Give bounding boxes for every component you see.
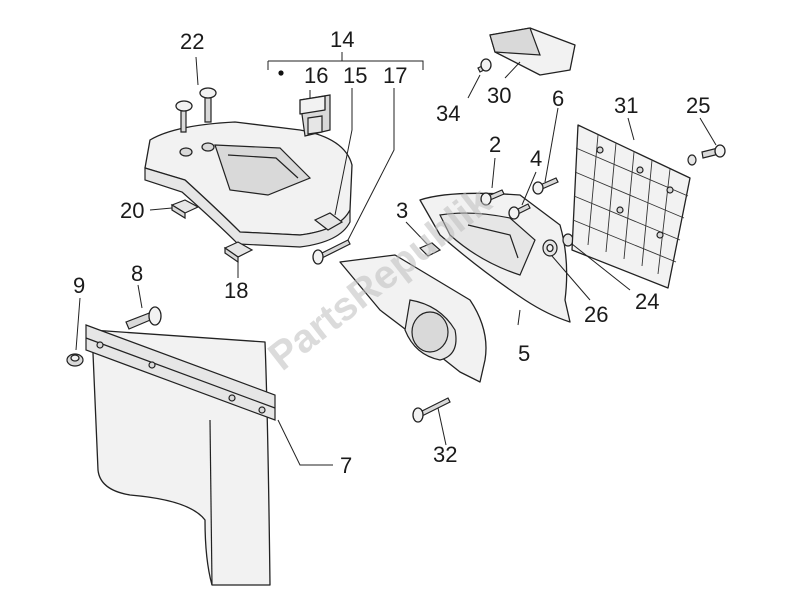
bolt-8 [125, 306, 162, 330]
lamp-cover-30 [489, 27, 576, 76]
callout-34: 34 [436, 101, 460, 126]
rivet-32 [412, 397, 451, 423]
callout-17: 17 [383, 63, 407, 88]
screw-6 [532, 177, 559, 195]
callout-14: 14 [330, 27, 354, 52]
plate-housing-inner [339, 254, 487, 383]
callout-30: 30 [487, 83, 511, 108]
callout-15: 15 [343, 63, 367, 88]
clip-nut-15 [313, 212, 344, 231]
callout-7: 7 [340, 453, 352, 478]
callout-6: 6 [552, 86, 564, 111]
callout-4: 4 [530, 146, 542, 171]
callout-22: 22 [180, 29, 204, 54]
callout-32: 32 [433, 442, 457, 467]
callout-5: 5 [518, 341, 530, 366]
callout-24: 24 [635, 289, 659, 314]
leader-lines [75, 52, 717, 466]
callout-2: 2 [489, 132, 501, 157]
callout-labels: 22 14 16 15 17 20 18 8 9 7 3 2 4 6 5 26 … [73, 27, 710, 478]
callout-9: 9 [73, 273, 85, 298]
callout-31: 31 [614, 93, 638, 118]
plate-cover-outer [419, 192, 571, 323]
mud-flap [85, 324, 276, 586]
screw-34 [477, 58, 492, 73]
screw-25 [687, 144, 726, 166]
tray-bracket [144, 121, 353, 248]
plate-holder-grid [571, 124, 691, 289]
nut-9 [66, 353, 84, 367]
callout-3: 3 [396, 198, 408, 223]
rivet-17 [312, 239, 351, 265]
callout-25: 25 [686, 93, 710, 118]
callout-16: 16 [304, 63, 328, 88]
callout-8: 8 [131, 261, 143, 286]
washer-24 [562, 233, 574, 247]
clip-16 [299, 94, 331, 137]
screw-2 [480, 189, 505, 206]
washer-26 [542, 239, 558, 257]
screws-22 [175, 87, 217, 133]
callout-18: 18 [224, 278, 248, 303]
callout-20: 20 [120, 198, 144, 223]
screw-4 [508, 203, 531, 220]
callout-26: 26 [584, 302, 608, 327]
